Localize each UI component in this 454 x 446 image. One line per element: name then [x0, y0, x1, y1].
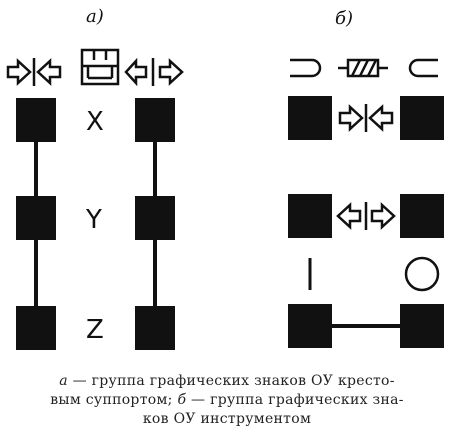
panel-a-label: а)	[86, 6, 104, 27]
block-b-row2-left	[288, 194, 332, 238]
circle-symbol-icon	[404, 256, 440, 292]
block-a-right-x	[135, 98, 175, 142]
figure-caption: а — группа графических знаков ОУ кресто-…	[20, 372, 434, 429]
block-b-row1-left	[288, 96, 332, 140]
caption-text-2: вым суппортом;	[50, 392, 178, 408]
caption-letter-b: б	[177, 392, 187, 408]
hook-right-icon	[290, 58, 322, 78]
block-b-row2-right	[400, 194, 444, 238]
unclamp-symbol-icon	[124, 57, 184, 87]
axis-label-x: X	[86, 107, 104, 137]
block-a-right-z	[135, 306, 175, 350]
axis-label-z: Z	[86, 315, 104, 345]
block-b-row1-right	[400, 96, 444, 140]
caption-letter-a: а	[59, 373, 68, 389]
block-a-left-z	[16, 306, 56, 350]
tool-symbol-icon	[338, 58, 388, 78]
caption-text-1: — группа графических знаков ОУ кресто-	[67, 373, 395, 389]
block-a-left-x	[16, 98, 56, 142]
block-a-left-y	[16, 196, 56, 240]
lock-box-icon	[80, 48, 120, 86]
diagram: а) б) X Y Z	[6, 6, 444, 350]
panel-b-label: б)	[335, 8, 353, 29]
unclamp-symbol-b-icon	[336, 202, 396, 230]
axis-label-y: Y	[85, 205, 102, 235]
block-b-row4-left	[288, 304, 332, 348]
caption-text-4: ков ОУ инструментом	[142, 411, 312, 427]
hook-left-icon	[408, 58, 438, 78]
caption-text-3: — группа графических зна-	[186, 392, 404, 408]
clamp-symbol-icon	[6, 58, 62, 86]
block-a-right-y	[135, 196, 175, 240]
clamp-symbol-b-icon	[338, 104, 394, 132]
block-b-row4-right	[400, 304, 444, 348]
